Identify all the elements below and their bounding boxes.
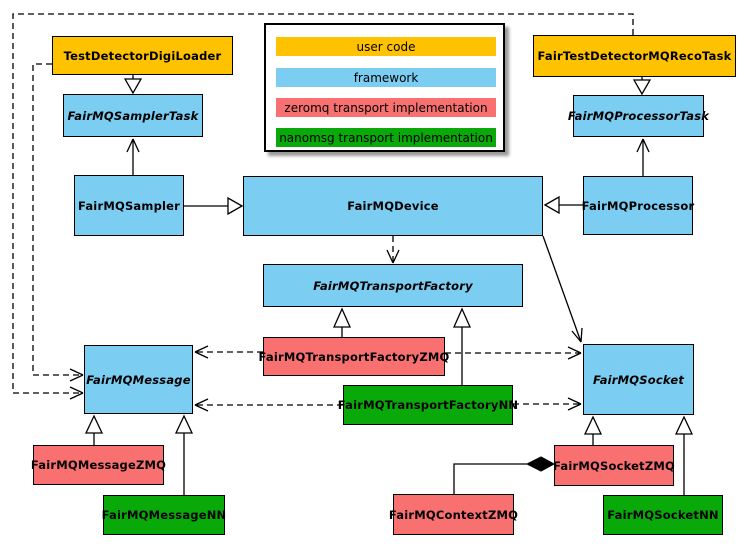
- triangle-digiloader-samplertask: [123, 78, 143, 95]
- node-fairmqsamplertask: FairMQSamplerTask: [63, 94, 203, 137]
- triangle-factorynn-factory: [452, 307, 472, 328]
- arrowhead-open-processor-processortask: [636, 138, 650, 153]
- legend-item-label: zeromq transport implementation: [284, 100, 488, 115]
- node-label: FairMQTransportFactoryZMQ: [258, 349, 450, 364]
- arrowhead-open-factorynn-socket: [567, 397, 582, 411]
- node-fairmqsocketnn: FairMQSocketNN: [603, 495, 723, 535]
- node-label: FairMQMessageNN: [101, 508, 227, 522]
- legend-item-label: framework: [353, 70, 419, 85]
- triangle-factoryzmq-factory: [332, 307, 352, 328]
- triangle-recotask-processortask: [632, 79, 652, 96]
- arrowhead-open-device-socket: [571, 327, 583, 343]
- arrowhead-open-factoryzmq-message: [194, 345, 209, 359]
- node-label: FairMQTransportFactory: [313, 278, 473, 293]
- edge-dependency-recotask-message: [12, 13, 634, 394]
- triangle-processor-device: [543, 195, 560, 215]
- legend-item-framework: framework: [276, 68, 496, 87]
- node-label: TestDetectorDigiLoader: [63, 48, 222, 63]
- node-fairmqcontextzmq: FairMQContextZMQ: [389, 494, 518, 535]
- node-label: FairMQSamplerTask: [67, 108, 199, 123]
- triangle-socketzmq-socket: [583, 415, 603, 435]
- edge-composition-contextzmq-socketzmq: [453, 463, 527, 494]
- node-label: FairMQTransportFactoryNN: [337, 398, 519, 412]
- node-fairmqsocketzmq: FairMQSocketZMQ: [553, 445, 675, 486]
- node-label: FairMQProcessorTask: [567, 109, 710, 123]
- triangle-sampler-device: [227, 196, 244, 216]
- node-fairmqprocessortask: FairMQProcessorTask: [568, 95, 709, 137]
- node-label: FairMQMessage: [86, 372, 191, 387]
- node-fairmqmessagezmq: FairMQMessageZMQ: [30, 445, 167, 485]
- edge-dependency-digiloader-message: [32, 63, 81, 376]
- legend: user code framework zeromq transport imp…: [264, 23, 505, 152]
- node-fairmqtransportfactoryzmq: FairMQTransportFactoryZMQ: [259, 337, 449, 376]
- node-fairmqsocket: FairMQSocket: [583, 344, 694, 415]
- diamond-composition-socketzmq: [525, 456, 556, 472]
- node-fairmqprocessor: FairMQProcessor: [581, 176, 695, 235]
- arrowhead-open-sampler-samplertask: [126, 138, 140, 153]
- arrowhead-open-recotask-message: [69, 386, 84, 400]
- arrowhead-open-factorynn-message: [194, 398, 209, 412]
- arrowhead-open-digiloader-message: [69, 368, 84, 382]
- node-fairmqdevice: FairMQDevice: [243, 176, 543, 236]
- legend-item-zeromq: zeromq transport implementation: [276, 98, 496, 117]
- node-fairmqmessagenn: FairMQMessageNN: [101, 495, 227, 535]
- node-fairmqtransportfactory: FairMQTransportFactory: [263, 264, 523, 307]
- legend-item-label: user code: [356, 39, 416, 54]
- legend-item-nanomsg: nanomsg transport implementation: [276, 128, 496, 147]
- node-testdetectordigiloader: TestDetectorDigiLoader: [52, 36, 233, 75]
- node-label: FairMQSocketNN: [607, 508, 719, 522]
- node-fairtestdetectormqrecotask: FairTestDetectorMQRecoTask: [533, 35, 736, 77]
- legend-item-label: nanomsg transport implementation: [279, 130, 493, 145]
- edge-association-device-socket: [542, 235, 582, 343]
- node-fairmqsampler: FairMQSampler: [74, 175, 184, 236]
- node-label: FairMQProcessor: [581, 198, 695, 213]
- node-fairmqtransportfactorynn: FairMQTransportFactoryNN: [338, 385, 518, 425]
- node-label: FairMQSampler: [77, 198, 181, 213]
- arrowhead-open-factoryzmq-socket: [567, 346, 582, 360]
- triangle-messagenn-message: [174, 414, 194, 434]
- triangle-messagezmq-message: [84, 414, 104, 434]
- legend-item-user-code: user code: [276, 37, 496, 56]
- node-label: FairMQSocketZMQ: [553, 458, 675, 473]
- node-label: FairMQContextZMQ: [388, 507, 519, 522]
- node-label: FairMQSocket: [592, 372, 685, 387]
- node-label: FairTestDetectorMQRecoTask: [537, 49, 732, 63]
- arrowhead-open-device-factory: [386, 249, 400, 264]
- node-label: FairMQDevice: [347, 199, 439, 213]
- triangle-socketnn-socket: [674, 415, 694, 435]
- node-label: FairMQMessageZMQ: [30, 458, 167, 472]
- node-fairmqmessage: FairMQMessage: [84, 345, 193, 414]
